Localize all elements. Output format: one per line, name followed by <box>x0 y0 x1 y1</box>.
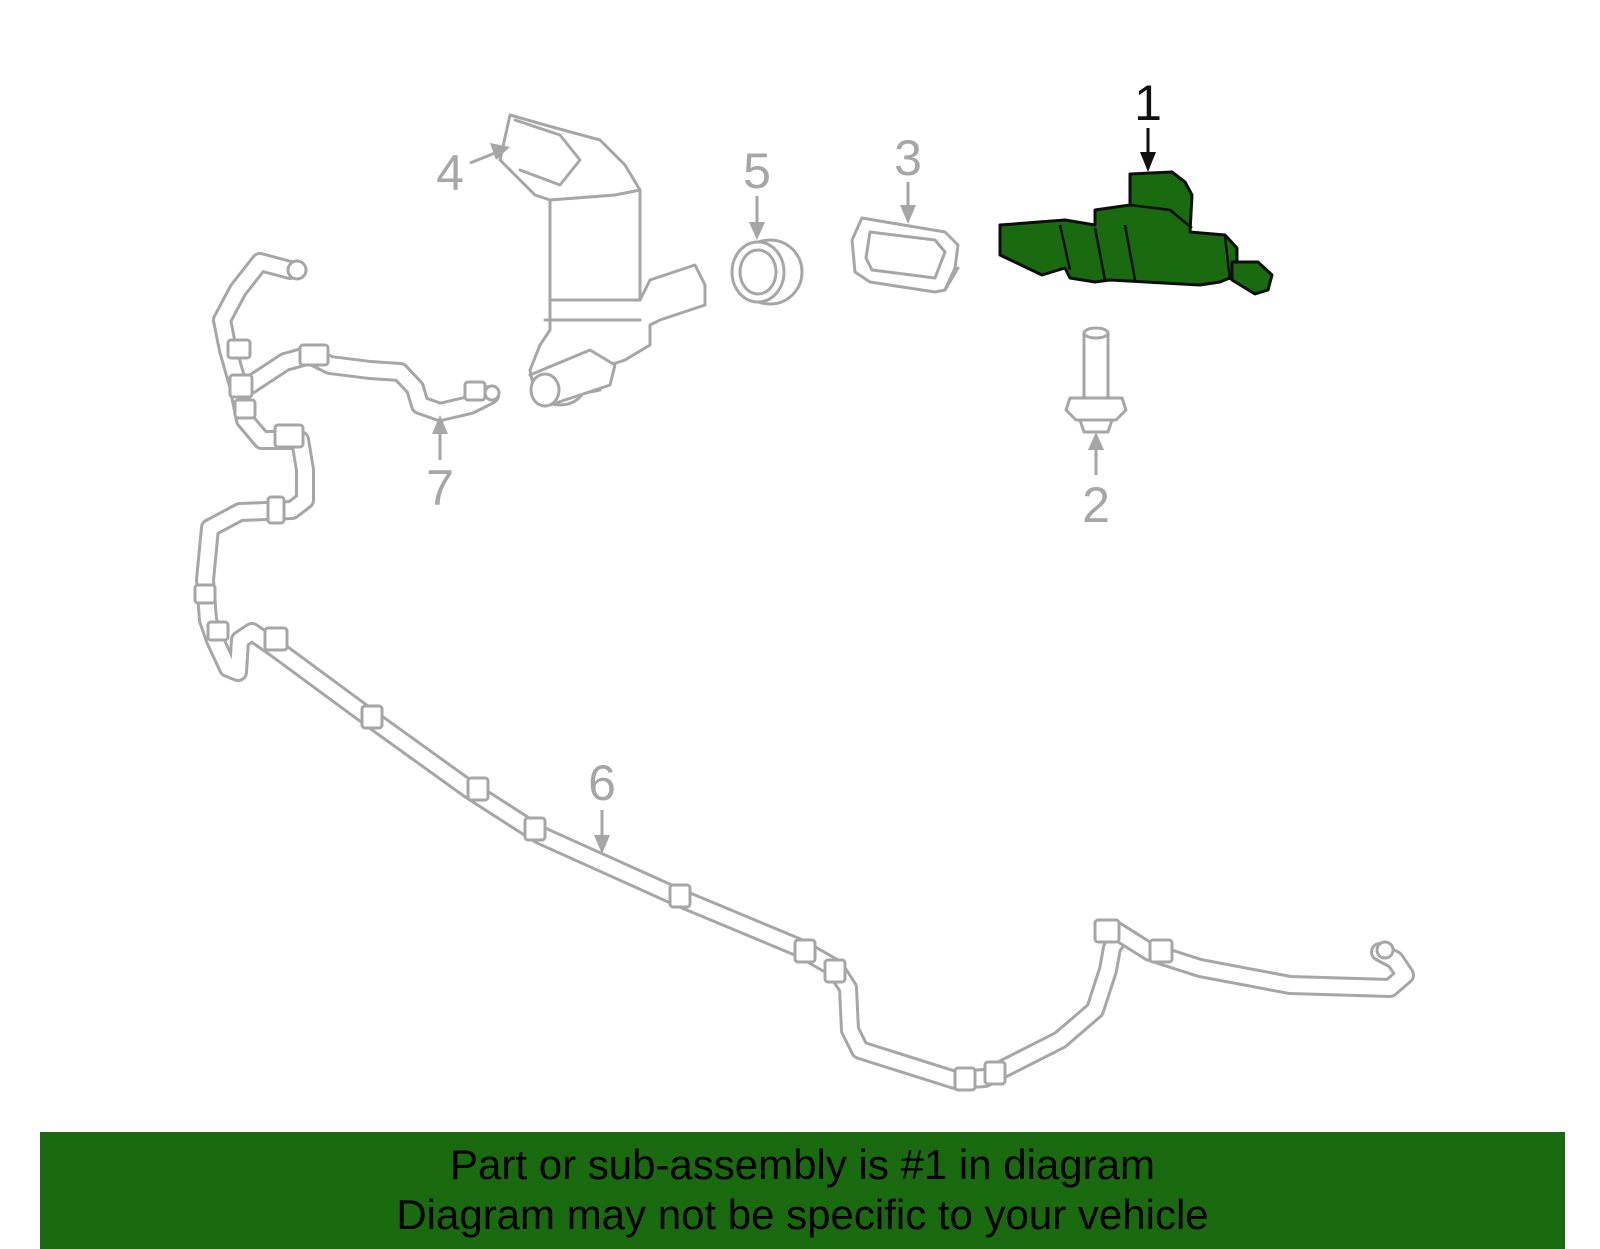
callout-1-label: 1 <box>1134 75 1162 131</box>
callout-4-label: 4 <box>436 145 464 201</box>
callout-4: 4 <box>436 143 510 201</box>
callout-3: 3 <box>894 130 922 224</box>
part-2-bolt[interactable] <box>1064 326 1128 434</box>
callout-7-label: 7 <box>426 460 454 516</box>
part-1-washer-nozzle[interactable] <box>998 170 1274 296</box>
part-5-grommet[interactable] <box>730 238 804 306</box>
callout-6-label: 6 <box>588 755 616 811</box>
callout-5-label: 5 <box>743 143 771 199</box>
callout-7: 7 <box>426 415 454 516</box>
info-banner: Part or sub-assembly is #1 in diagram Di… <box>40 1132 1565 1249</box>
part-3-seal[interactable] <box>850 216 960 294</box>
part-4-washer-pump[interactable] <box>498 113 707 408</box>
part-7-hose-assembly[interactable] <box>193 252 1415 1092</box>
banner-line-1: Part or sub-assembly is #1 in diagram <box>450 1141 1155 1188</box>
callout-2-label: 2 <box>1082 477 1110 533</box>
callout-1: 1 <box>1134 75 1162 172</box>
callout-6: 6 <box>588 755 616 854</box>
callout-5: 5 <box>743 143 771 240</box>
banner-line-2: Diagram may not be specific to your vehi… <box>396 1191 1209 1238</box>
callout-3-label: 3 <box>894 130 922 186</box>
callout-2: 2 <box>1082 432 1110 533</box>
